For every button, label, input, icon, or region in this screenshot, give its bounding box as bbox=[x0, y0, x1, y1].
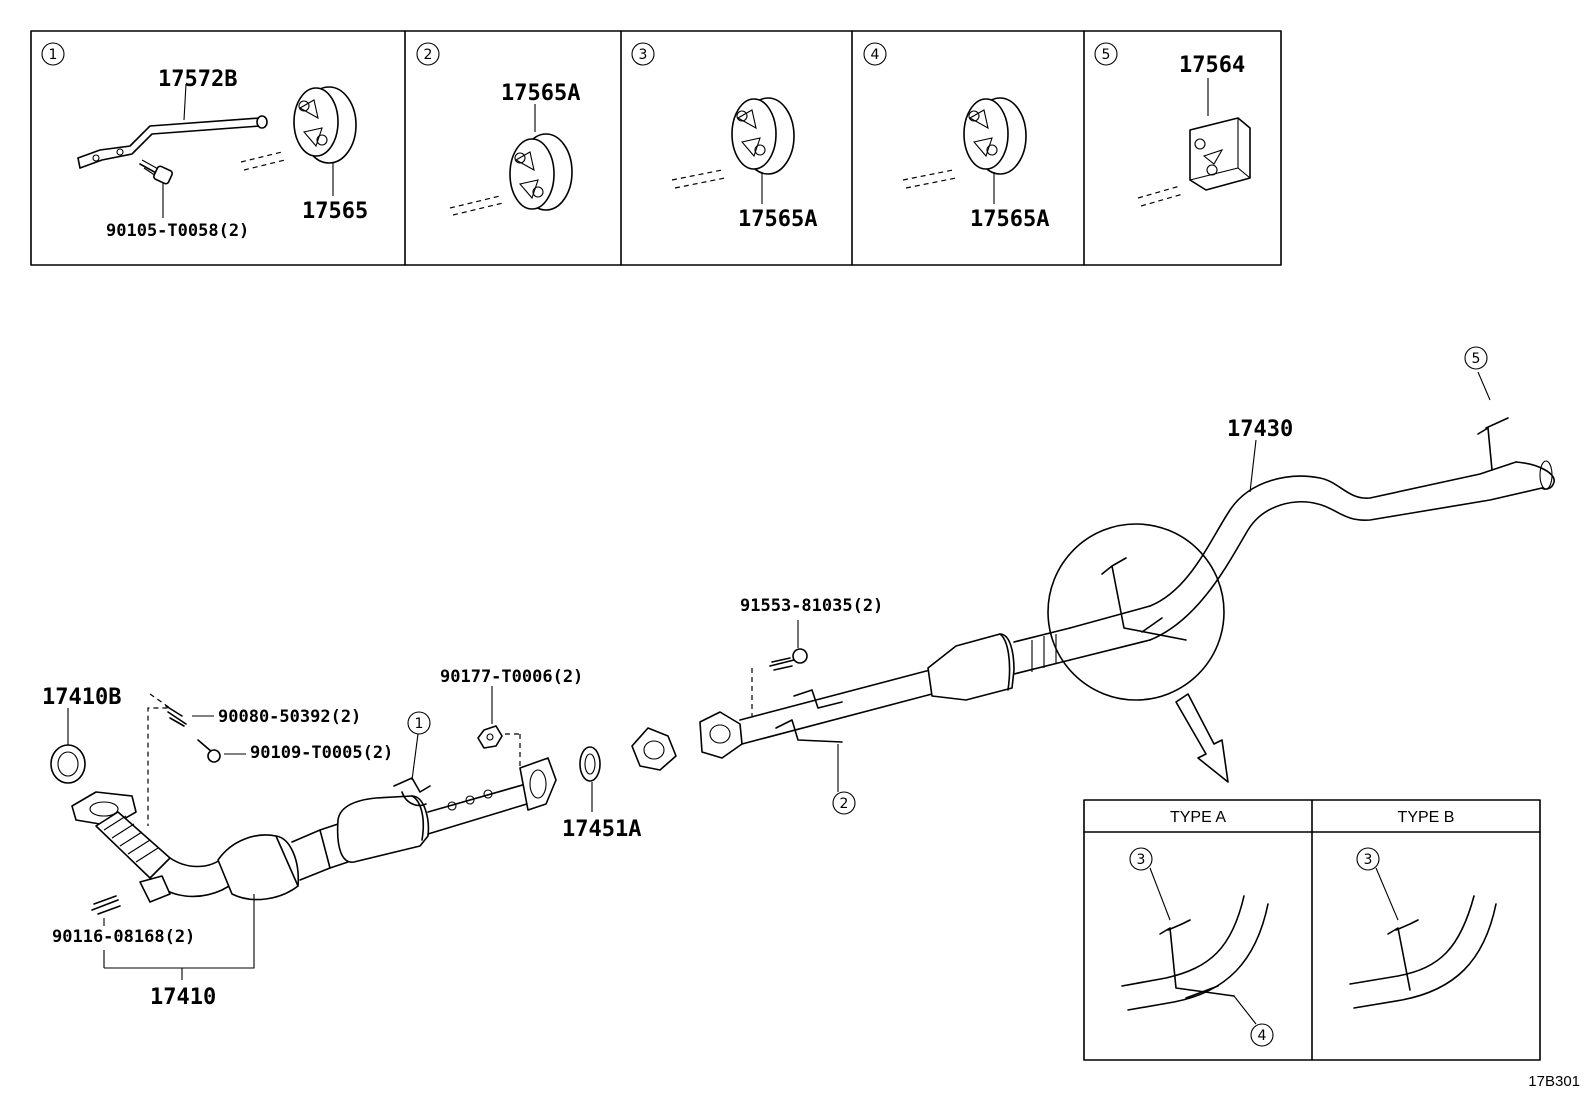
callout-circle bbox=[41, 42, 65, 66]
front-pipe-assembly bbox=[71, 757, 557, 903]
part-17430: 17430 bbox=[1227, 417, 1293, 442]
center-pipe-assembly bbox=[699, 605, 1151, 759]
part-17410: 17410 bbox=[150, 985, 216, 1010]
part-17572B: 17572B bbox=[158, 67, 237, 92]
ring-gasket-icon bbox=[579, 746, 601, 782]
stud-icon bbox=[165, 705, 187, 727]
svg-text:1: 1 bbox=[415, 716, 424, 732]
inset-1-callout: 1 bbox=[49, 47, 58, 63]
catalytic-converter-front bbox=[217, 834, 299, 901]
inset-3: 3 17565A bbox=[631, 42, 817, 232]
nut-icon bbox=[477, 725, 503, 749]
part-91553: 91553-81035(2) bbox=[740, 596, 883, 616]
type-a-header: TYPE A bbox=[1170, 809, 1226, 826]
type-b-callout-3: 3 bbox=[1364, 852, 1373, 868]
rubber-hanger-icon bbox=[731, 97, 795, 175]
stud-bottom-icon bbox=[91, 895, 121, 915]
part-17451A: 17451A bbox=[562, 817, 641, 842]
inset-5: 5 17564 bbox=[1094, 42, 1251, 207]
part-90177: 90177-T0006(2) bbox=[440, 667, 583, 687]
bolt-91553-icon bbox=[769, 648, 808, 671]
inset-2-callout: 2 bbox=[424, 47, 433, 63]
type-a-callout-4: 4 bbox=[1258, 1028, 1267, 1044]
flange-gasket-icon bbox=[631, 727, 677, 771]
part-90116: 90116-08168(2) bbox=[52, 927, 195, 947]
part-90105: 90105-T0058(2) bbox=[106, 221, 249, 241]
part-90080: 90080-50392(2) bbox=[218, 707, 361, 727]
rubber-hanger-icon bbox=[963, 97, 1027, 175]
resonator-front bbox=[336, 795, 430, 863]
bolt-icon bbox=[197, 739, 221, 763]
callout-5: 5 bbox=[1464, 346, 1488, 370]
svg-text:2: 2 bbox=[840, 796, 849, 812]
part-17564: 17564 bbox=[1179, 53, 1245, 78]
part-17565A-a: 17565A bbox=[501, 81, 580, 106]
bolt-icon bbox=[139, 159, 174, 185]
svg-text:5: 5 bbox=[1472, 351, 1481, 367]
rubber-hanger-icon bbox=[293, 86, 357, 164]
inset-strip bbox=[30, 30, 1282, 266]
inset-5-callout: 5 bbox=[1102, 47, 1111, 63]
part-17565: 17565 bbox=[302, 199, 368, 224]
gasket-17410B-icon bbox=[50, 744, 86, 784]
inset-2: 2 17565A bbox=[416, 42, 580, 216]
tail-pipe bbox=[1149, 417, 1555, 641]
type-a-callout-3: 3 bbox=[1137, 852, 1146, 868]
inset-3-callout: 3 bbox=[639, 47, 648, 63]
part-17565A-c: 17565A bbox=[970, 207, 1049, 232]
inset-1: 1 17572B 90105-T0058(2) 17565 bbox=[41, 42, 368, 241]
part-17565A-b: 17565A bbox=[738, 207, 817, 232]
square-hanger-icon bbox=[1189, 117, 1251, 191]
inset-4: 4 17565A bbox=[863, 42, 1049, 232]
center-converter bbox=[927, 633, 1015, 701]
part-17410B: 17410B bbox=[42, 685, 121, 710]
type-b-header: TYPE B bbox=[1398, 809, 1455, 826]
detail-magnifier bbox=[1047, 523, 1225, 701]
arrow-down-icon bbox=[1175, 693, 1229, 783]
part-90109: 90109-T0005(2) bbox=[250, 743, 393, 763]
drawing-code: 17B301 bbox=[1528, 1073, 1580, 1090]
callout-1: 1 bbox=[407, 711, 431, 781]
callout-2: 2 bbox=[832, 791, 856, 815]
center-flange bbox=[699, 711, 743, 759]
bracket-rod bbox=[77, 117, 261, 159]
flex-joint bbox=[95, 811, 171, 879]
inset-4-callout: 4 bbox=[871, 47, 880, 63]
inset-frame bbox=[30, 30, 1282, 266]
type-detail-table: TYPE A TYPE B 3 4 3 bbox=[1083, 799, 1541, 1061]
rubber-hanger-icon bbox=[509, 133, 573, 211]
